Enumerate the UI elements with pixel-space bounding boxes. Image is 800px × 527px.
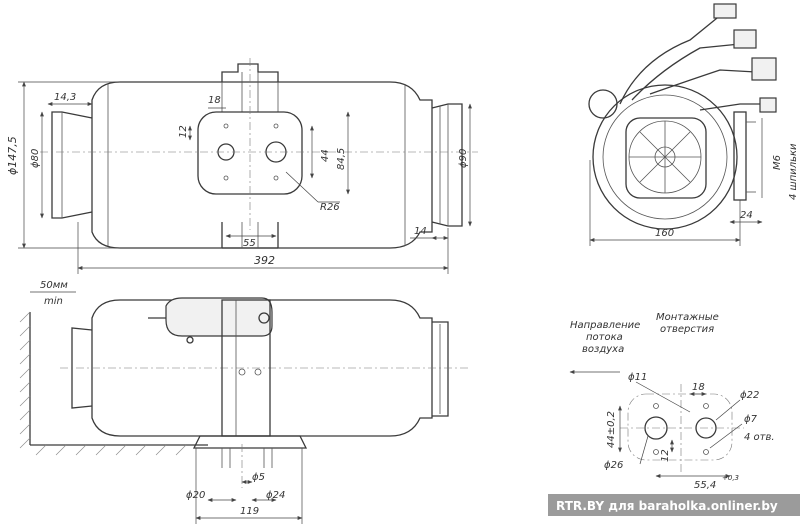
mount-detail: Направление потока воздуха Монтажные отв… — [569, 312, 775, 491]
label-4-holes: 4 отв. — [744, 432, 775, 443]
label-d24: ϕ24 — [266, 490, 285, 501]
label-50mm: 50мм — [40, 280, 68, 291]
label-55-4: 55,4 — [694, 480, 716, 491]
holes-text-1: Монтажные — [656, 312, 719, 323]
side-body-outline — [91, 299, 433, 437]
mounting-bracket-top — [221, 63, 279, 82]
label-392: 392 — [254, 254, 275, 267]
label-160: 160 — [655, 228, 674, 239]
inlet-pipe — [51, 111, 93, 219]
label-4-studs: 4 шпильки — [788, 143, 799, 200]
label-14-3: 14,3 — [54, 92, 76, 103]
label-d7: ϕ7 — [744, 414, 758, 425]
connector-3 — [751, 57, 777, 81]
label-84-5: 84,5 — [336, 148, 347, 170]
connector-1 — [713, 3, 737, 19]
holes-text-2: отверстия — [660, 324, 714, 335]
watermark-text: RTR.BY для baraholka.onliner.by — [556, 499, 778, 513]
label-d90: ϕ90 — [458, 149, 469, 168]
airflow-text-3: воздуха — [582, 344, 624, 355]
label-119: 119 — [240, 506, 259, 517]
mounting-bracket-bottom — [221, 222, 279, 249]
side-view: 50мм min ϕ20 ϕ5 ϕ24 119 — [19, 280, 470, 524]
label-d80: ϕ80 — [30, 149, 41, 168]
label-55: 55 — [243, 238, 256, 249]
watermark-banner: RTR.BY для baraholka.onliner.by — [548, 494, 800, 516]
label-44-top: 44 — [320, 149, 331, 162]
heater-body-outline — [91, 81, 433, 249]
label-min: min — [44, 296, 63, 307]
side-foot — [192, 435, 308, 449]
connector-2 — [733, 29, 757, 49]
end-body-inner — [602, 94, 728, 220]
wire-harness — [619, 13, 723, 105]
label-44-tol: 44±0,2 — [606, 411, 617, 448]
end-body-outer — [592, 84, 738, 230]
label-14: 14 — [414, 226, 427, 237]
label-r26: R26 — [320, 202, 340, 213]
airflow-text-2: потока — [586, 332, 623, 343]
label-d5: ϕ5 — [252, 472, 265, 483]
label-d26: ϕ26 — [604, 460, 623, 471]
airflow-text-1: Направление — [570, 320, 640, 331]
label-d147-5: ϕ147,5 — [6, 136, 19, 175]
label-m6: M6 — [772, 155, 783, 170]
hole-d26 — [644, 416, 668, 440]
blower-grille — [625, 117, 707, 199]
label-12-detail: 12 — [660, 449, 671, 462]
label-24-end: 24 — [740, 210, 753, 221]
side-top-housing — [165, 297, 273, 337]
label-d11: ϕ11 — [628, 372, 647, 383]
hole-pattern-outline — [627, 393, 733, 461]
label-d22: ϕ22 — [740, 390, 759, 401]
label-tol-0-3: +0,3 — [722, 474, 739, 482]
label-12-top: 12 — [178, 125, 189, 138]
label-18-detail: 18 — [692, 382, 705, 393]
end-bracket — [733, 111, 747, 201]
label-18-top: 18 — [208, 95, 221, 106]
end-view: M6 4 шпильки 24 160 — [588, 3, 799, 246]
outlet-pipe — [431, 103, 463, 227]
top-view: ϕ147,5 14,3 ϕ80 18 12 44 84,5 ϕ90 R26 55… — [6, 58, 478, 274]
